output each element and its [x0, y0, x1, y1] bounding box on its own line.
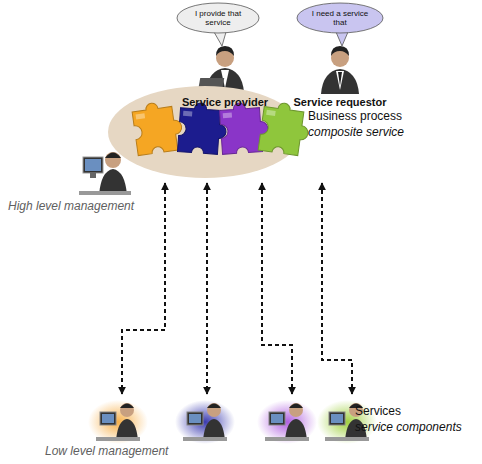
puzzle-piece: [178, 102, 228, 155]
shape-part: [189, 414, 201, 423]
service-component-icons: [88, 400, 377, 444]
shape-part: [266, 110, 276, 116]
requestor-figure: [321, 46, 359, 94]
bubble-outline: [177, 3, 259, 33]
shape-part: [331, 414, 343, 423]
shape-part: [120, 403, 134, 417]
bubble-tail: [336, 32, 348, 46]
shape-part: [105, 153, 121, 159]
shape-part: [289, 403, 303, 417]
shape-part: [336, 71, 344, 90]
shape-part: [79, 191, 131, 195]
puzzle-piece: [131, 100, 185, 156]
shape-part: [96, 437, 140, 441]
shape-part: [136, 113, 146, 119]
shape-part: [183, 437, 227, 441]
shape-part: [329, 412, 345, 425]
dashed-connector: [122, 183, 165, 394]
node-subheading: service components: [355, 420, 462, 434]
speech-bubble: I provide that service: [176, 2, 260, 34]
shape-part: [223, 113, 232, 119]
bubble-outline: [297, 3, 383, 33]
shape-part: [331, 46, 349, 56]
bubble-text: I provide that service: [190, 9, 246, 27]
worker-figure: [96, 403, 140, 441]
node-heading: Services: [355, 404, 401, 418]
worker-figures: [96, 403, 369, 441]
shape-part: [207, 404, 221, 409]
node-subheading: composite service: [308, 125, 404, 139]
worker-figure: [183, 403, 227, 441]
shape-part: [120, 404, 134, 409]
shape-part: [88, 400, 148, 444]
role-label: Service requestor: [294, 96, 387, 108]
shape-part: [258, 100, 312, 156]
shape-part: [105, 152, 121, 168]
node-heading: Business process: [308, 109, 402, 123]
shape-part: [271, 414, 283, 423]
shape-part: [203, 419, 225, 440]
shape-part: [257, 400, 317, 444]
manager-figure: [79, 152, 131, 195]
shape-part: [216, 46, 234, 56]
dashed-connector: [322, 183, 352, 394]
dashed-connector: [262, 183, 292, 394]
shape-part: [321, 69, 359, 94]
shape-part: [325, 437, 369, 441]
worker-figure: [265, 403, 309, 441]
shape-part: [207, 403, 221, 417]
service-group: Services service components: [90, 394, 475, 448]
shape-part: [100, 412, 116, 425]
shape-part: [102, 414, 114, 423]
bubble-tail: [214, 32, 226, 46]
shape-part: [175, 400, 235, 444]
shape-part: [183, 111, 192, 117]
shape-part: [265, 437, 309, 441]
speech-bubble: I need a service that: [296, 2, 384, 34]
puzzle-piece: [258, 100, 312, 156]
shape-part: [285, 419, 307, 440]
shape-part: [178, 102, 228, 155]
provider-figure: [198, 46, 244, 93]
shape-part: [116, 419, 138, 440]
dashed-connector: [206, 183, 208, 394]
shape-part: [338, 72, 342, 86]
shape-part: [269, 412, 285, 425]
shape-part: [83, 157, 103, 173]
shape-part: [85, 159, 101, 171]
bubble-text: I need a service that: [310, 9, 370, 27]
shape-part: [187, 412, 203, 425]
level-label: Low level management: [45, 444, 168, 458]
level-label: High level management: [8, 199, 134, 213]
shape-part: [90, 173, 96, 178]
role-label: Service provider: [182, 96, 268, 108]
shape-part: [131, 100, 185, 156]
shape-part: [289, 404, 303, 409]
